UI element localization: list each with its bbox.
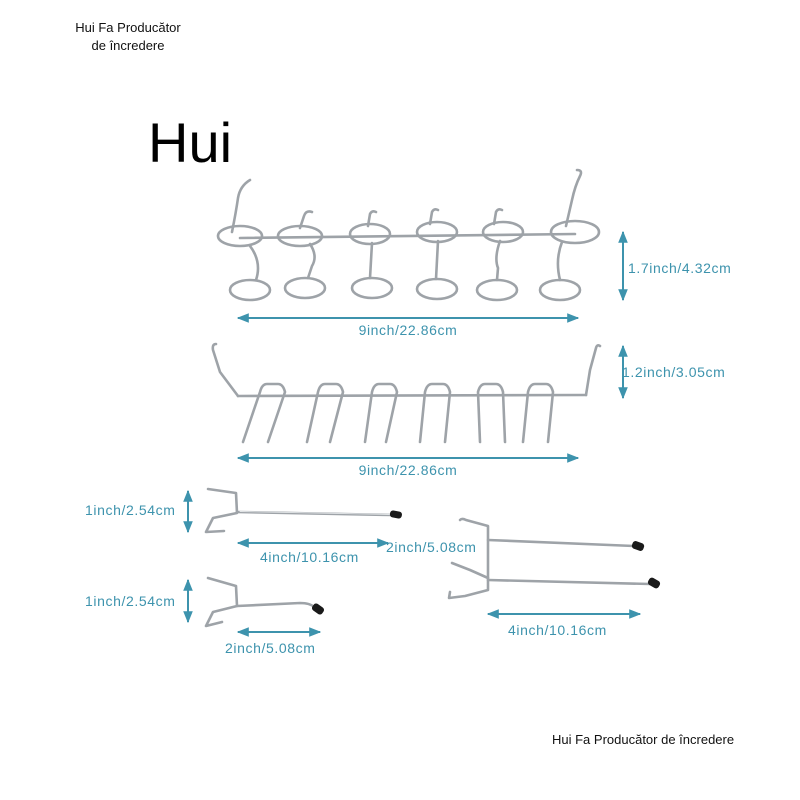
- hook-stem: [556, 240, 564, 282]
- header-note-line2: de încredere: [91, 38, 165, 53]
- double-hook-spacing-label: 2inch/5.08cm: [386, 539, 477, 555]
- bottom-ring: [283, 276, 327, 300]
- prong-rack-bar: [236, 393, 588, 398]
- long-hook-height-label: 1inch/2.54cm: [85, 502, 176, 518]
- loop-hook: [348, 210, 394, 300]
- short-single-hook: [204, 576, 325, 628]
- prong-hanger: [305, 382, 345, 444]
- prong-rack-left-end: [211, 342, 240, 398]
- hook-tip: [389, 510, 402, 519]
- hook-stem: [306, 242, 316, 280]
- loop-hook-rack: [216, 168, 601, 302]
- double-prong-hook: [447, 517, 661, 600]
- bottom-ring: [538, 278, 582, 302]
- hook-stem: [368, 241, 374, 280]
- hook-stem: [434, 239, 440, 281]
- hook-rod-shine: [239, 511, 391, 515]
- prong-hanger: [418, 382, 452, 444]
- bottom-ring: [228, 278, 272, 302]
- hook-bracket: [204, 576, 239, 628]
- hook-rod: [235, 601, 316, 609]
- top-ring: [348, 222, 392, 246]
- bottom-ring: [350, 276, 394, 300]
- bottom-ring: [415, 277, 459, 301]
- short-hook-length-label: 2inch/5.08cm: [225, 640, 316, 656]
- top-ring: [415, 220, 459, 244]
- hook-inner-arm: [450, 561, 490, 580]
- loop-hook: [415, 208, 459, 301]
- hook-bracket: [204, 487, 239, 534]
- loop-hook: [538, 219, 601, 302]
- prong-hook-rack: [211, 342, 602, 444]
- hook-tail: [492, 208, 504, 226]
- prong-hanger: [521, 382, 555, 444]
- hook-lower-rod: [486, 578, 652, 586]
- loop-rack-width-label: 9inch/22.86cm: [358, 322, 458, 338]
- top-ring: [481, 220, 525, 244]
- loop-rack-left-end: [230, 178, 252, 234]
- hook-tail: [366, 210, 378, 228]
- hook-lower-tip: [647, 577, 661, 589]
- loop-hook: [216, 224, 272, 302]
- hook-bracket: [447, 517, 490, 600]
- header-note-line1: Hui Fa Producător: [75, 20, 181, 35]
- loop-rack-bar: [238, 232, 577, 240]
- loop-hook: [475, 208, 525, 302]
- long-single-hook: [204, 487, 402, 534]
- loop-rack-height-label: 1.7inch/4.32cm: [628, 260, 732, 276]
- double-hook-length-label: 4inch/10.16cm: [508, 622, 607, 638]
- prong-hanger: [363, 382, 399, 444]
- hook-upper-rod: [486, 538, 636, 548]
- footer-note: Hui Fa Producător de încredere: [552, 732, 735, 747]
- hook-tip: [311, 603, 325, 615]
- prong-hanger: [241, 382, 287, 444]
- hook-stem: [495, 239, 502, 282]
- prong-rack-right-end: [584, 344, 602, 397]
- bottom-ring: [475, 278, 519, 302]
- loop-rack-right-end: [564, 168, 583, 228]
- hook-tail: [298, 210, 314, 230]
- top-ring: [216, 224, 264, 248]
- header-note: Hui Fa Producător de încredere: [52, 19, 204, 55]
- top-ring: [549, 219, 601, 245]
- hook-tail: [428, 208, 440, 226]
- dimension-arrows: [183, 230, 642, 637]
- hook-upper-tip: [631, 541, 645, 551]
- prong-hanger: [476, 382, 507, 444]
- prong-rack-width-label: 9inch/22.86cm: [358, 462, 458, 478]
- loop-hook: [276, 210, 327, 300]
- prong-rack-height-label: 1.2inch/3.05cm: [622, 364, 726, 380]
- hook-stem: [248, 244, 260, 282]
- long-hook-length-label: 4inch/10.16cm: [260, 549, 359, 565]
- brand-name: Hui: [148, 111, 233, 174]
- short-hook-height-label: 1inch/2.54cm: [85, 593, 176, 609]
- hook-rod: [235, 510, 394, 517]
